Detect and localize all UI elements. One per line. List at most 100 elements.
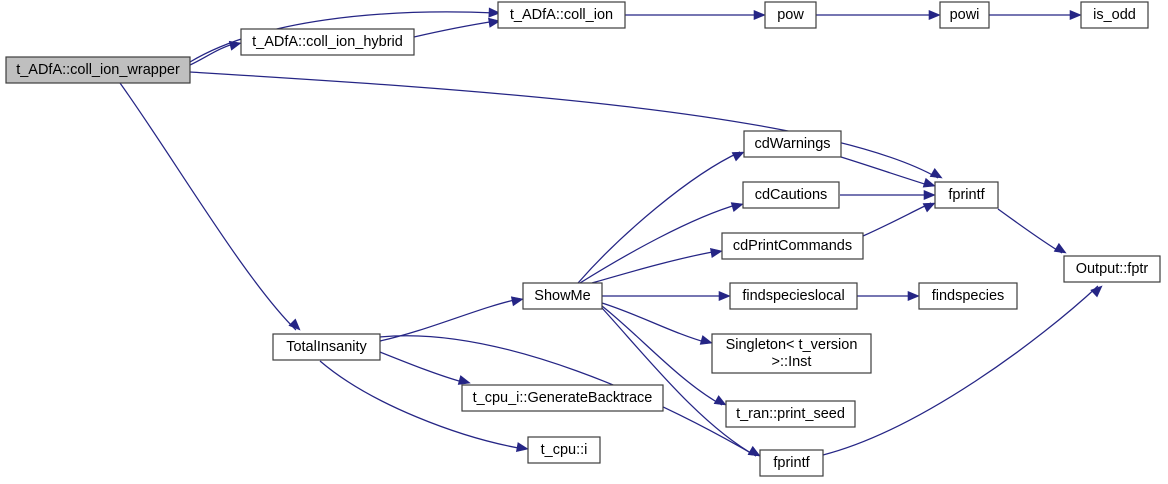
call-edge-showme-to-cdPrintCommands [591,250,719,284]
arrowhead-fprintf_lower-to-output_fptr [1090,285,1103,298]
node-box-output_fptr[interactable] [1063,255,1161,283]
node-box-coll_ion_wrapper[interactable] [5,56,191,84]
graph-node-findspecieslocal[interactable]: findspecieslocal [729,282,858,310]
call-edge-totalinsanity-to-fprintf_lower [379,335,757,457]
node-label-generatebacktrace: t_cpu_i::GenerateBacktrace [473,390,653,406]
call-edge-showme-to-fprintf_lower [601,307,757,457]
node-box-findspecies[interactable] [918,282,1018,310]
node-label-singleton_inst: Singleton< t_version [726,337,858,353]
graph-node-output_fptr[interactable]: Output::fptr [1063,255,1161,283]
node-label-coll_ion_wrapper: t_ADfA::coll_ion_wrapper [16,62,180,78]
node-label-findspecieslocal: findspecieslocal [742,288,844,304]
graph-node-coll_ion[interactable]: t_ADfA::coll_ion [497,1,626,29]
arrowhead-showme-to-singleton_inst [699,335,713,345]
graph-node-cdWarnings[interactable]: cdWarnings [743,130,842,158]
graph-node-coll_ion_hybrid[interactable]: t_ADfA::coll_ion_hybrid [240,28,415,56]
graph-node-fprintf_upper[interactable]: fprintf [934,181,999,209]
arrowhead-cdCautions-to-fprintf_upper [923,189,936,201]
arrowhead-coll_ion_hybrid-to-coll_ion [488,17,501,28]
node-label-singleton_inst: >::Inst [772,354,812,370]
node-label-coll_ion: t_ADfA::coll_ion [510,7,613,23]
node-box-print_seed[interactable] [725,400,856,428]
arrowhead-coll_ion_wrapper-to-coll_ion_hybrid [228,40,242,51]
arrowhead-totalinsanity-to-t_cpu_i_node [515,442,529,453]
call-edge-totalinsanity-to-t_cpu_i_node [319,360,525,450]
node-label-output_fptr: Output::fptr [1076,261,1149,277]
graph-node-powi[interactable]: powi [939,1,990,29]
arrowhead-coll_ion_wrapper-to-totalinsanity [288,318,301,331]
node-box-powi[interactable] [939,1,990,29]
graph-node-singleton_inst[interactable]: Singleton< t_version>::Inst [711,333,872,374]
call-edge-showme-to-print_seed [601,305,723,406]
node-label-showme: ShowMe [534,288,590,304]
call-edge-totalinsanity-to-generatebacktrace [379,351,467,384]
arrowhead-cdWarnings-to-fprintf_upper [922,177,936,188]
node-box-totalinsanity[interactable] [272,333,381,361]
arrowhead-coll_ion_wrapper-to-fprintf_upper [929,168,943,179]
node-box-findspecieslocal[interactable] [729,282,858,310]
call-edge-cdPrintCommands-to-fprintf_upper [862,202,932,237]
node-box-cdCautions[interactable] [742,181,840,209]
node-label-pow: pow [777,7,804,23]
call-edge-coll_ion_wrapper-to-coll_ion_hybrid [189,42,238,66]
node-label-totalinsanity: TotalInsanity [286,339,367,355]
graph-node-showme[interactable]: ShowMe [522,282,603,310]
node-box-pow[interactable] [764,1,817,29]
arrowhead-cdPrintCommands-to-fprintf_upper [922,202,936,213]
node-label-cdWarnings: cdWarnings [754,136,830,152]
graph-node-totalinsanity[interactable]: TotalInsanity [272,333,381,361]
node-label-t_cpu_i_node: t_cpu::i [541,442,588,458]
node-box-fprintf_upper[interactable] [934,181,999,209]
graph-node-print_seed[interactable]: t_ran::print_seed [725,400,856,428]
graph-node-cdPrintCommands[interactable]: cdPrintCommands [721,232,864,260]
node-label-is_odd: is_odd [1093,7,1136,23]
arrowhead-showme-to-cdPrintCommands [709,248,723,258]
graph-node-is_odd[interactable]: is_odd [1080,1,1149,29]
arrowhead-coll_ion-to-pow [753,9,766,21]
arrowhead-showme-to-findspecieslocal [718,290,731,302]
node-box-singleton_inst[interactable] [711,333,872,374]
graph-node-t_cpu_i_node[interactable]: t_cpu::i [527,436,601,464]
node-box-t_cpu_i_node[interactable] [527,436,601,464]
node-label-fprintf_lower: fprintf [773,455,810,471]
arrowhead-totalinsanity-to-generatebacktrace [457,375,471,385]
graph-node-cdCautions[interactable]: cdCautions [742,181,840,209]
call-edge-coll_ion_hybrid-to-coll_ion [413,20,497,38]
graph-node-coll_ion_wrapper[interactable]: t_ADfA::coll_ion_wrapper [5,56,191,84]
node-box-showme[interactable] [522,282,603,310]
call-edge-showme-to-singleton_inst [601,302,709,344]
arrowhead-pow-to-powi [928,9,941,21]
node-box-coll_ion[interactable] [497,1,626,29]
graph-node-pow[interactable]: pow [764,1,817,29]
arrowhead-coll_ion_wrapper-to-coll_ion [488,7,501,18]
arrowhead-fprintf_upper-to-output_fptr [1053,242,1067,254]
node-label-cdCautions: cdCautions [755,187,828,203]
call-edge-coll_ion_wrapper-to-totalinsanity [119,82,297,331]
call-edge-showme-to-cdWarnings [577,151,741,284]
arrowhead-findspecieslocal-to-findspecies [907,290,920,302]
graph-node-findspecies[interactable]: findspecies [918,282,1018,310]
graph-node-generatebacktrace[interactable]: t_cpu_i::GenerateBacktrace [461,384,664,412]
node-box-coll_ion_hybrid[interactable] [240,28,415,56]
call-edge-coll_ion_wrapper-to-coll_ion [189,11,497,63]
call-edge-showme-to-cdCautions [579,203,740,284]
node-label-fprintf_upper: fprintf [948,187,985,203]
graph-node-fprintf_lower[interactable]: fprintf [759,449,824,477]
edge-layer [119,7,1103,457]
arrowhead-totalinsanity-to-showme [510,296,524,307]
node-box-generatebacktrace[interactable] [461,384,664,412]
node-box-fprintf_lower[interactable] [759,449,824,477]
node-box-cdPrintCommands[interactable] [721,232,864,260]
node-box-is_odd[interactable] [1080,1,1149,29]
node-box-cdWarnings[interactable] [743,130,842,158]
call-edge-fprintf_lower-to-output_fptr [822,285,1099,456]
node-layer: t_ADfA::coll_ion_wrapper t_ADfA::coll_ion… [5,1,1161,477]
arrowhead-powi-to-is_odd [1069,9,1082,21]
call-edge-fprintf_upper-to-output_fptr [997,208,1063,254]
arrowhead-showme-to-cdCautions [730,202,744,213]
node-label-print_seed: t_ran::print_seed [736,406,845,422]
call-edge-coll_ion_wrapper-to-fprintf_upper [189,71,939,179]
node-label-powi: powi [950,7,980,23]
